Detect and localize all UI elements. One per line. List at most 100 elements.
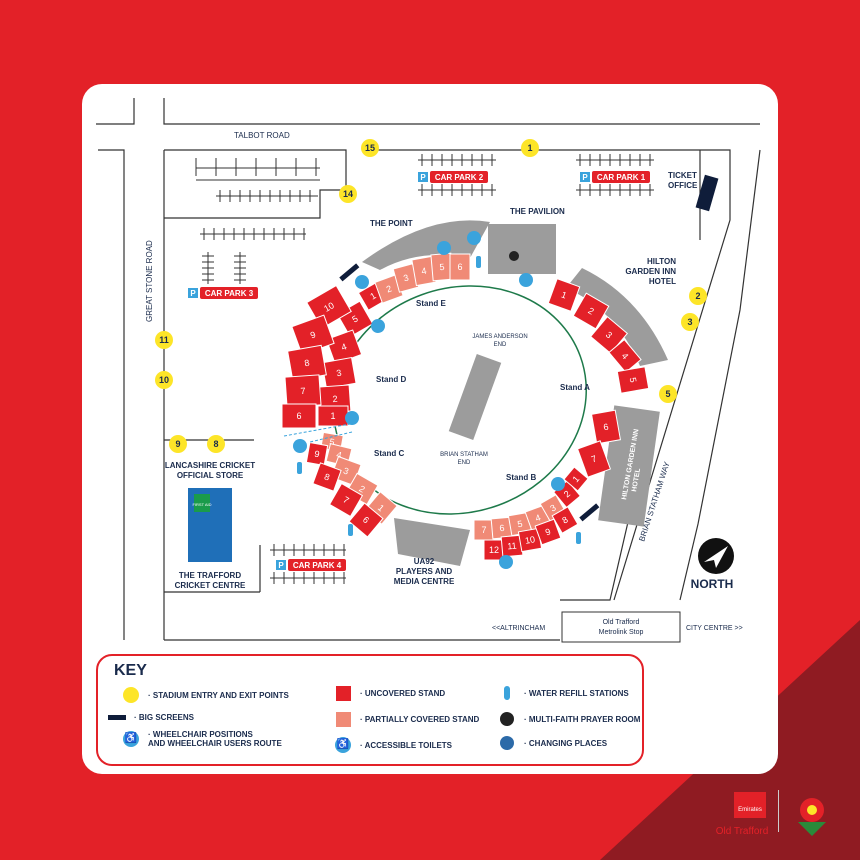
block-label: 5 — [439, 262, 445, 272]
parking-bays — [195, 154, 654, 584]
entry-point-marker — [361, 139, 379, 157]
entry-point-marker — [689, 287, 707, 305]
block-shape — [572, 292, 610, 330]
stand-e-block-6: 6 — [449, 253, 471, 281]
hilton-roof — [566, 268, 668, 366]
entry-point-marker — [339, 185, 357, 203]
road-label-talbot: TALBOT ROAD — [234, 131, 290, 140]
entry-point-11: 11 — [155, 331, 173, 349]
entry-point-1: 1 — [521, 139, 539, 157]
block-label: 2 — [586, 305, 595, 316]
block-label: 9 — [544, 526, 552, 537]
stand-b-block-8: 8 — [551, 506, 579, 534]
block-label: 12 — [489, 545, 499, 555]
block-label: 6 — [603, 422, 610, 433]
big-screen-icon — [108, 714, 126, 720]
label-hilton-1: HILTON — [647, 257, 676, 266]
stand-c-block-6: 6 — [348, 502, 384, 538]
entry-point-marker — [659, 385, 677, 403]
stand-a_north-block-1: 1 — [547, 278, 581, 312]
label-metrolink-2: Metrolink Stop — [599, 629, 644, 636]
first-aid-sign — [194, 494, 210, 512]
label-altrincham: <<ALTRINCHAM — [492, 625, 545, 632]
car-park-labels: P CAR PARK 2 P CAR PARK 1 P CAR PARK 3 P… — [188, 171, 650, 571]
entry-point-marker — [207, 435, 225, 453]
stand-d-block-3: 3 — [321, 357, 357, 389]
stand-c-block-7: 7 — [328, 482, 364, 518]
block-label: 4 — [335, 450, 342, 461]
svg-text:P: P — [420, 173, 426, 182]
block-shape — [348, 502, 384, 538]
entry-point-2: 2 — [689, 287, 707, 305]
entry-point-marker — [681, 313, 699, 331]
label-first-aid: FIRST AID — [192, 502, 211, 507]
label-media-1: UA92 — [414, 557, 435, 566]
label-north: NORTH — [691, 577, 734, 591]
big-screen-north — [339, 263, 360, 282]
block-label: 11 — [507, 541, 517, 552]
entry-point-marker — [169, 435, 187, 453]
label-stand-a: Stand A — [560, 383, 590, 392]
water-refill-stations — [297, 256, 581, 544]
partially-covered-swatch-icon — [335, 711, 351, 727]
key-title: KEY — [114, 662, 147, 679]
label-metrolink-1: Old Trafford — [603, 619, 640, 626]
block-shape — [563, 466, 589, 492]
key-partially-covered: · PARTIALLY COVERED STAND — [334, 710, 479, 728]
block-label: 1 — [376, 503, 386, 514]
wheelchair-route — [283, 423, 353, 443]
stand-c-block-8: 8 — [312, 462, 342, 492]
label-stand-d: Stand D — [376, 375, 406, 384]
block-label: 1 — [560, 289, 568, 300]
block-label: 7 — [341, 494, 350, 505]
stand-a_south-block-6: 6 — [590, 409, 622, 445]
block-shape — [328, 482, 364, 518]
stand-d-block-1: 1 — [317, 405, 349, 427]
entry-point-3: 3 — [681, 313, 699, 331]
block-label: 5 — [350, 313, 359, 324]
old-trafford-wordmark: Old Trafford — [716, 826, 769, 837]
label-ticket-office-1: TICKET — [668, 171, 697, 180]
label-media-2: PLAYERS AND — [396, 567, 453, 576]
label-trafford-2: CRICKET CENTRE — [175, 581, 246, 590]
lancashire-rose-icon — [798, 798, 826, 836]
media-centre-building — [394, 518, 470, 566]
car-park-1: P CAR PARK 1 — [580, 171, 650, 183]
block-label: 9 — [309, 329, 317, 340]
label-trafford-1: THE TRAFFORD — [179, 571, 241, 580]
block-label: 5 — [517, 519, 524, 530]
label-hilton-2: GARDEN INN — [625, 267, 676, 276]
block-shape — [534, 518, 562, 546]
entry-point-label: 11 — [159, 335, 169, 345]
label-north-end-1: JAMES ANDERSON — [472, 334, 527, 340]
svg-text:CAR PARK 2: CAR PARK 2 — [435, 173, 484, 182]
block-label: 7 — [300, 386, 306, 396]
block-label: 2 — [562, 489, 572, 500]
label-south-end-1: BRIAN STATHAM — [440, 452, 488, 458]
block-label: 10 — [322, 300, 336, 314]
block-label: 5 — [329, 437, 336, 448]
block-label: 4 — [620, 351, 631, 361]
block-shape — [281, 403, 317, 429]
label-north-end-2: END — [494, 342, 507, 348]
entry-point-10: 10 — [155, 371, 173, 389]
key-prayer: · MULTI-FAITH PRAYER ROOM — [498, 710, 640, 728]
block-label: 3 — [336, 368, 343, 379]
stand-a_north-block-5: 5 — [616, 366, 650, 394]
map-key: KEY · STADIUM ENTRY AND EXIT POINTS · BI… — [96, 654, 644, 766]
label-hilton-3: HOTEL — [649, 277, 676, 286]
accessible-toilets — [293, 231, 565, 569]
emirates-wordmark: Emirates — [738, 807, 762, 813]
block-shape — [312, 462, 342, 492]
block-shape — [616, 366, 650, 394]
entry-point-label: 10 — [159, 375, 169, 385]
block-label: 9 — [314, 449, 321, 460]
block-label: 6 — [499, 523, 505, 533]
svg-text:P: P — [278, 561, 284, 570]
block-label: 8 — [304, 358, 311, 369]
stand-b-block-7: 7 — [473, 519, 495, 541]
entry-point-9: 9 — [169, 435, 187, 453]
